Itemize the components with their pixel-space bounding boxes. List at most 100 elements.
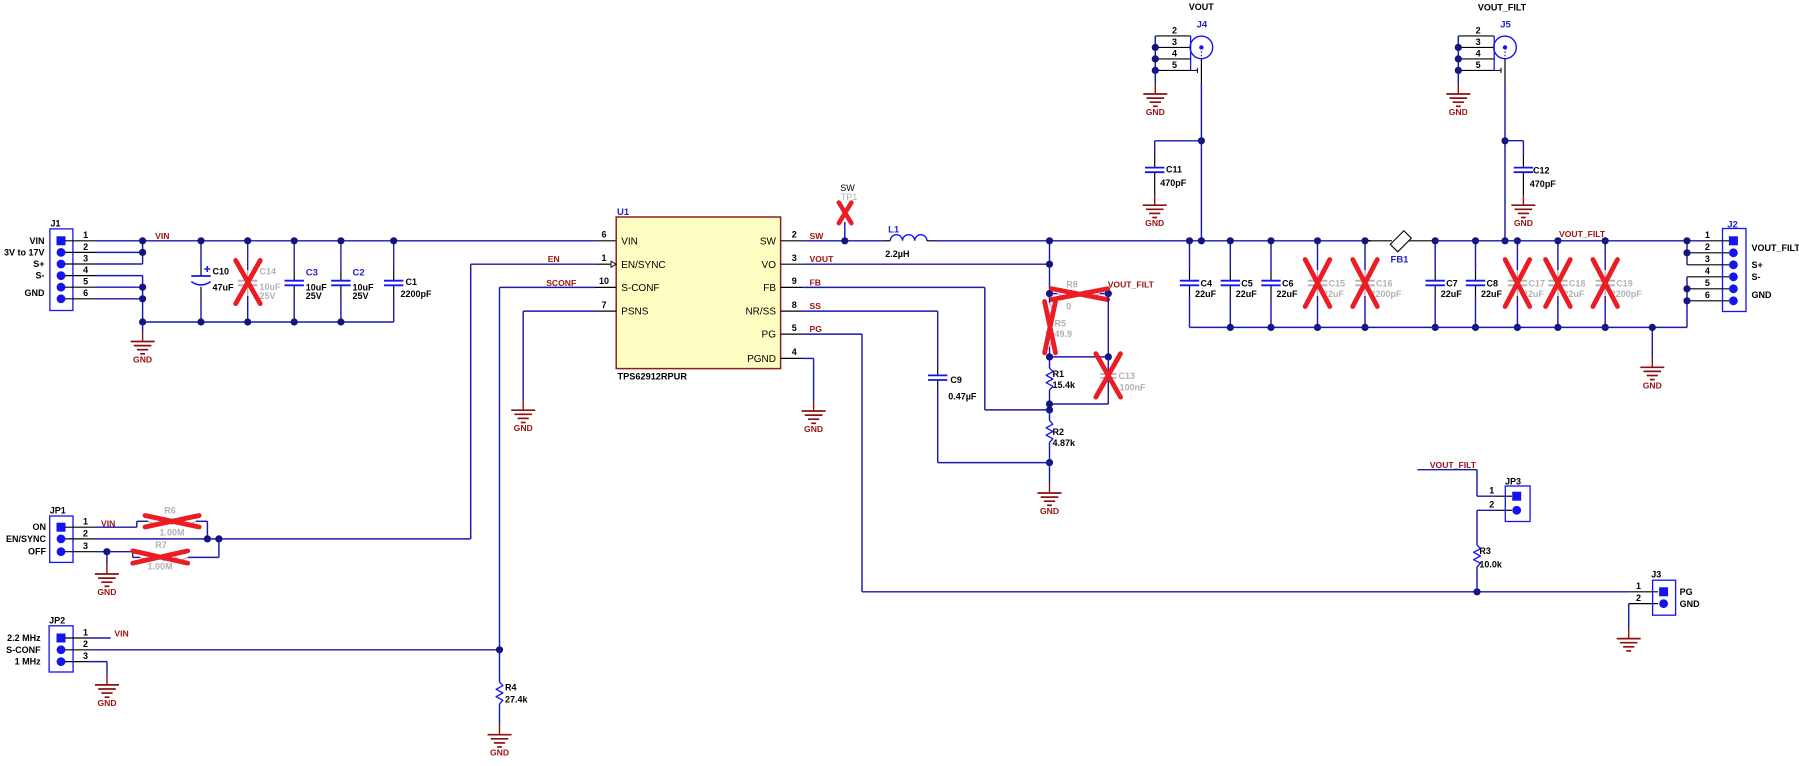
svg-text:4: 4 <box>1172 49 1177 59</box>
svg-text:C15: C15 <box>1329 279 1346 289</box>
svg-text:6: 6 <box>83 288 88 298</box>
svg-text:L1: L1 <box>888 224 900 235</box>
svg-text:22uF: 22uF <box>1195 289 1217 299</box>
svg-text:10.0k: 10.0k <box>1479 560 1503 570</box>
svg-text:1: 1 <box>1489 486 1494 496</box>
svg-text:C5: C5 <box>1241 279 1253 289</box>
svg-text:NR/SS: NR/SS <box>745 307 776 318</box>
svg-text:25V: 25V <box>353 291 369 301</box>
svg-text:C17: C17 <box>1528 279 1545 289</box>
svg-text:3: 3 <box>83 651 88 661</box>
svg-text:C18: C18 <box>1569 279 1586 289</box>
svg-text:4: 4 <box>1705 266 1710 276</box>
svg-text:EN/SYNC: EN/SYNC <box>621 260 665 271</box>
svg-text:S+: S+ <box>1752 260 1763 270</box>
svg-text:R3: R3 <box>1479 546 1491 556</box>
svg-text:C13: C13 <box>1119 371 1136 381</box>
svg-text:3V to 17V: 3V to 17V <box>4 247 45 257</box>
svg-text:J4: J4 <box>1197 19 1208 30</box>
svg-text:2: 2 <box>1489 500 1494 510</box>
svg-text:TPS62912RPUR: TPS62912RPUR <box>618 372 688 382</box>
svg-text:C6: C6 <box>1282 279 1294 289</box>
svg-text:GND: GND <box>514 423 533 433</box>
svg-text:470pF: 470pF <box>1530 179 1557 189</box>
svg-text:3: 3 <box>83 541 88 551</box>
svg-text:4: 4 <box>1476 49 1481 59</box>
svg-text:1: 1 <box>83 517 88 527</box>
svg-text:S-CONF: S-CONF <box>6 645 41 655</box>
svg-text:GND: GND <box>1680 599 1701 609</box>
svg-text:3: 3 <box>792 253 797 263</box>
svg-text:FB1: FB1 <box>1391 255 1410 266</box>
svg-text:U1: U1 <box>617 207 630 218</box>
svg-text:22uF: 22uF <box>1236 289 1258 299</box>
svg-text:GND: GND <box>1146 107 1165 117</box>
svg-text:6: 6 <box>601 230 606 240</box>
svg-text:1: 1 <box>1636 581 1641 591</box>
svg-text:J5: J5 <box>1500 19 1511 30</box>
svg-text:S-CONF: S-CONF <box>621 283 659 294</box>
svg-text:S-: S- <box>1752 272 1761 282</box>
svg-text:3: 3 <box>1705 254 1710 264</box>
svg-text:C3: C3 <box>306 268 318 279</box>
svg-text:6: 6 <box>1705 290 1710 300</box>
svg-text:R2: R2 <box>1053 427 1065 437</box>
svg-text:C7: C7 <box>1446 279 1458 289</box>
svg-text:2200pF: 2200pF <box>401 289 433 299</box>
svg-text:1 MHz: 1 MHz <box>15 657 42 667</box>
svg-text:VIN: VIN <box>101 519 115 529</box>
svg-text:5: 5 <box>1476 60 1481 70</box>
svg-text:PG: PG <box>762 330 777 341</box>
svg-text:VOUT_FILT: VOUT_FILT <box>1478 3 1527 13</box>
svg-text:GND: GND <box>1145 218 1164 228</box>
svg-text:R5: R5 <box>1055 318 1067 328</box>
svg-text:2: 2 <box>1705 242 1710 252</box>
svg-text:2: 2 <box>792 230 797 240</box>
svg-text:OFF: OFF <box>28 547 46 557</box>
svg-text:SCONF: SCONF <box>546 278 576 288</box>
svg-text:C2: C2 <box>353 268 365 279</box>
svg-text:C8: C8 <box>1487 279 1499 289</box>
svg-text:2.2 MHz: 2.2 MHz <box>7 633 41 643</box>
svg-text:GND: GND <box>97 698 116 708</box>
svg-text:SW: SW <box>760 236 777 247</box>
svg-text:22uF: 22uF <box>1277 289 1299 299</box>
svg-text:R1: R1 <box>1053 369 1065 379</box>
svg-text:9: 9 <box>792 276 797 286</box>
svg-text:7: 7 <box>601 300 606 310</box>
svg-text:TP1: TP1 <box>841 192 858 202</box>
svg-text:J3: J3 <box>1651 570 1661 580</box>
svg-text:1.00M: 1.00M <box>147 562 172 572</box>
svg-text:GND: GND <box>490 748 509 758</box>
svg-text:VOUT_FILT: VOUT_FILT <box>1559 229 1606 239</box>
svg-text:1.00M: 1.00M <box>159 527 184 537</box>
svg-text:VOUT_FILT: VOUT_FILT <box>1108 279 1155 289</box>
svg-text:5: 5 <box>792 323 797 333</box>
svg-text:R8: R8 <box>1066 280 1078 290</box>
svg-text:SW: SW <box>810 231 825 241</box>
svg-text:C10: C10 <box>213 267 230 277</box>
svg-text:0.47µF: 0.47µF <box>948 392 977 402</box>
svg-text:49.9: 49.9 <box>1055 329 1073 339</box>
svg-text:8: 8 <box>792 300 797 310</box>
svg-text:JP3: JP3 <box>1505 476 1521 486</box>
svg-text:EN/SYNC: EN/SYNC <box>6 534 47 544</box>
svg-text:0: 0 <box>1066 301 1071 311</box>
svg-text:R4: R4 <box>505 683 517 693</box>
svg-text:1: 1 <box>83 230 88 240</box>
svg-text:FB: FB <box>810 277 821 287</box>
svg-text:SS: SS <box>810 301 822 311</box>
svg-text:2: 2 <box>1636 593 1641 603</box>
svg-text:R7: R7 <box>155 540 167 550</box>
svg-text:2.2µH: 2.2µH <box>885 249 909 259</box>
svg-text:47uF: 47uF <box>213 283 235 293</box>
svg-text:GND: GND <box>97 587 116 597</box>
svg-text:C9: C9 <box>950 375 962 385</box>
svg-text:VIN: VIN <box>621 236 638 247</box>
svg-text:5: 5 <box>1705 278 1710 288</box>
svg-text:C1: C1 <box>406 277 418 287</box>
svg-text:PG: PG <box>810 324 823 334</box>
svg-text:C14: C14 <box>260 267 277 277</box>
svg-text:EN: EN <box>548 254 560 264</box>
svg-text:1: 1 <box>601 253 606 263</box>
